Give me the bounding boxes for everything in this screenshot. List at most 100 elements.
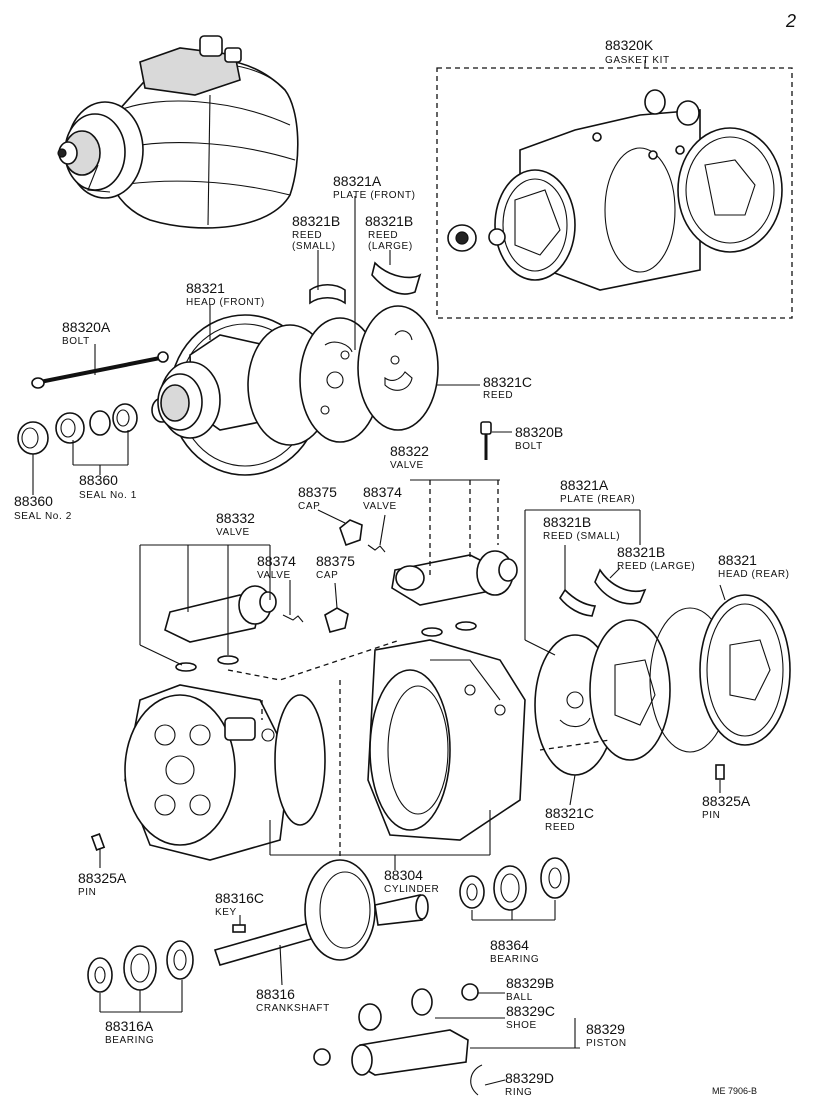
label-head-rear-number: 88321 (718, 552, 757, 568)
label-reed-large-rear-name: REED (LARGE) (617, 561, 695, 572)
compressor-assembly-illustration (57, 35, 299, 229)
label-reed-large-front-number: 88321B (365, 213, 413, 229)
label-reed-small-front-name: REED(SMALL) (292, 230, 336, 252)
label-valve-lower-number: 88374 (257, 553, 296, 569)
label-ring-number: 88329D (505, 1070, 554, 1086)
label-valve-88322-name: VALVE (390, 460, 424, 471)
reed-large-front-shape (371, 261, 422, 295)
bolt-88320b-illustration (480, 421, 492, 460)
label-line: (SMALL) (292, 241, 336, 252)
label-cylinder-name: CYLINDER (384, 884, 439, 895)
cylinder-front-illustration (124, 684, 326, 861)
label-reed-rear-number: 88321C (545, 805, 594, 821)
label-bolt-long-name: BOLT (62, 336, 90, 347)
label-valve-lower-name: VALVE (257, 570, 291, 581)
label-plate-front-number: 88321A (333, 173, 382, 189)
pin-left-shape (90, 833, 106, 851)
label-reed-small-front-number: 88321B (292, 213, 340, 229)
label-bearing-right-name: BEARING (490, 954, 539, 965)
label-cylinder-number: 88304 (384, 867, 423, 883)
label-reed-rear-name: REED (545, 822, 575, 833)
leader-lines (32, 60, 726, 1086)
gasket-kit-frame (436, 67, 793, 319)
label-bolt-short-number: 88320B (515, 424, 563, 440)
label-pin-left-number: 88325A (78, 870, 127, 886)
label-bolt-short-name: BOLT (515, 441, 543, 452)
pin-right-shape (715, 764, 725, 780)
page-number: 2 (785, 11, 796, 31)
reed-front-illustration (357, 305, 439, 431)
cylinder-rear-illustration (367, 639, 526, 841)
label-cap-upper-name: CAP (298, 501, 320, 512)
label-bearing-left-name: BEARING (105, 1035, 154, 1046)
label-crankshaft-name: CRANKSHAFT (256, 1003, 330, 1014)
valve-88322-illustration (391, 550, 518, 606)
label-valve-upper-number: 88374 (363, 484, 402, 500)
assembly-guide-lines (227, 480, 611, 880)
label-piston-number: 88329 (586, 1021, 625, 1037)
label-head-front-number: 88321 (186, 280, 225, 296)
bolt-88320a-illustration (31, 351, 169, 389)
label-valve-88332-name: VALVE (216, 527, 250, 538)
label-crankshaft-number: 88316 (256, 986, 295, 1002)
label-shoe-number: 88329C (506, 1003, 555, 1019)
seal-parts-illustration (17, 397, 173, 455)
label-shoe-name: SHOE (506, 1020, 537, 1031)
label-cap-upper-number: 88375 (298, 484, 337, 500)
gaskets-small-illustration (175, 621, 477, 672)
label-head-front-name: HEAD (FRONT) (186, 297, 265, 308)
label-reed-large-rear-number: 88321B (617, 544, 665, 560)
label-reed-front-name: REED (483, 390, 513, 401)
part-labels: 88320K GASKET KIT 88321A PLATE (FRONT) 8… (14, 37, 790, 1098)
label-gasket-kit-number: 88320K (605, 37, 654, 53)
reference-code: ME 7906-B (712, 1086, 757, 1096)
label-seal-no2-number: 88360 (14, 493, 53, 509)
head-rear-illustration (699, 594, 791, 746)
label-line: REED (292, 230, 322, 241)
label-valve-88332-number: 88332 (216, 510, 255, 526)
label-seal-no1-number: 88360 (79, 472, 118, 488)
cap-valve-upper-illustration (339, 519, 386, 553)
label-cap-lower-number: 88375 (316, 553, 355, 569)
key-shape (232, 924, 246, 933)
label-line: (LARGE) (368, 241, 413, 252)
bearing-left-illustration (87, 940, 194, 993)
label-seal-no1-name: SEAL No. 1 (79, 490, 137, 501)
valve-88332-illustration (164, 585, 349, 643)
label-reed-small-rear-number: 88321B (543, 514, 591, 530)
reed-large-rear-shape (594, 568, 647, 605)
label-head-rear-name: HEAD (REAR) (718, 569, 790, 580)
reed-small-front-shape (309, 283, 346, 305)
label-seal-no2-name: SEAL No. 2 (14, 511, 72, 522)
reed-small-rear-shape (559, 588, 597, 617)
plate-rear-illustration (589, 619, 671, 761)
label-key-number: 88316C (215, 890, 264, 906)
label-valve-88322-number: 88322 (390, 443, 429, 459)
label-pin-right-number: 88325A (702, 793, 751, 809)
label-ball-name: BALL (506, 992, 533, 1003)
label-bearing-right-number: 88364 (490, 937, 529, 953)
label-reed-front-number: 88321C (483, 374, 532, 390)
label-line: REED (368, 230, 398, 241)
label-plate-front-name: PLATE (FRONT) (333, 190, 416, 201)
bearing-right-illustration (459, 857, 570, 911)
label-bearing-left-number: 88316A (105, 1018, 154, 1034)
label-ball-number: 88329B (506, 975, 554, 991)
label-key-name: KEY (215, 907, 237, 918)
crankshaft-illustration (213, 859, 429, 966)
label-cap-lower-name: CAP (316, 570, 338, 581)
label-piston-name: PISTON (586, 1038, 627, 1049)
label-reed-small-rear-name: REED (SMALL) (543, 531, 620, 542)
label-pin-right-name: PIN (702, 810, 720, 821)
label-reed-large-front-name: REED(LARGE) (368, 230, 413, 252)
label-plate-rear-name: PLATE (REAR) (560, 494, 635, 505)
piston-assembly-illustration (313, 983, 483, 1096)
label-plate-rear-number: 88321A (560, 477, 609, 493)
label-valve-upper-name: VALVE (363, 501, 397, 512)
label-gasket-kit-name: GASKET KIT (605, 55, 670, 66)
gasket-kit-illustration (447, 89, 783, 291)
label-ring-name: RING (505, 1087, 532, 1098)
label-bolt-long-number: 88320A (62, 319, 111, 335)
